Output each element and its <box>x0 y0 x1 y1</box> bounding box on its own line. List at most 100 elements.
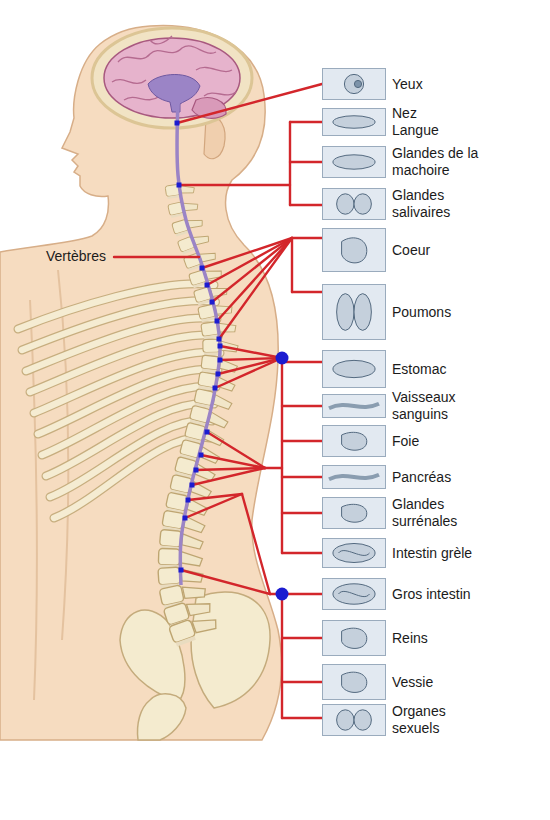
rib-cage <box>18 284 220 518</box>
spinous-process <box>181 552 203 566</box>
part-label: Vertèbres <box>46 248 106 265</box>
organ-sketch <box>354 80 361 87</box>
organ-name: Glandes salivaires <box>392 187 496 221</box>
organ-label-group: Estomac <box>392 361 496 378</box>
organ-icon <box>323 579 385 609</box>
organ-box: Glandes de la machoire <box>322 146 386 178</box>
organ-label-group: Organes sexuels <box>392 703 496 737</box>
organ-label-group: Glandes de la machoire <box>392 145 496 179</box>
nerve-line <box>282 681 322 683</box>
organ-name: Yeux <box>392 76 496 93</box>
spinous-process <box>208 412 229 428</box>
organ-sketch <box>333 543 375 562</box>
midbrain <box>148 75 200 113</box>
nerve-line <box>282 637 322 639</box>
organ-label-group: NezLangue <box>392 105 496 139</box>
nerve-root-dot <box>215 319 220 324</box>
organ-sketch <box>329 475 379 479</box>
organ-label-group: Coeur <box>392 242 496 259</box>
skull <box>92 28 252 128</box>
organ-label-group: Poumons <box>392 304 496 321</box>
organ-name: Coeur <box>392 242 496 259</box>
organ-sketch <box>333 116 375 128</box>
organ-sketch <box>354 710 371 730</box>
vertebra <box>169 611 220 647</box>
organ-icon <box>323 285 385 339</box>
organ-name: Gros intestin <box>392 586 496 603</box>
organ-icon <box>323 539 385 567</box>
nerve-line <box>219 238 292 339</box>
organ-box: Reins <box>322 620 386 656</box>
organ-label-group: Foie <box>392 433 496 450</box>
nerve-root-dot <box>190 483 195 488</box>
nerve-line <box>281 358 283 553</box>
organ-name: Poumons <box>392 304 496 321</box>
nerve-line <box>282 405 322 407</box>
nerve-root-dot <box>205 430 210 435</box>
body-silhouette <box>0 26 282 740</box>
spinous-process <box>199 447 221 464</box>
vertebral-disc <box>176 636 196 647</box>
brain <box>104 38 240 118</box>
nerve-line <box>207 238 292 285</box>
spinous-process <box>187 598 213 619</box>
spinous-process <box>183 516 206 533</box>
organ-icon <box>323 189 385 219</box>
nerve-line <box>289 122 291 205</box>
organ-box: Foie <box>322 425 386 457</box>
organ-box: NezLangue <box>322 108 386 136</box>
nerve-lines <box>114 84 322 718</box>
organ-label-group: Vaisseaux sanguins <box>392 389 496 423</box>
nerve-root-dot <box>179 568 184 573</box>
organ-sketch <box>339 551 370 556</box>
organ-sketch <box>337 194 354 214</box>
femur-head <box>138 694 187 740</box>
organ-sketch <box>342 628 367 648</box>
rib <box>26 318 217 371</box>
nerve-line <box>291 238 293 292</box>
nerve-line <box>282 717 322 719</box>
organ-name: Glandes surrénales <box>392 496 496 530</box>
organ-icon <box>323 705 385 735</box>
organ-sketch <box>354 294 371 331</box>
organ-box: Yeux <box>322 68 386 100</box>
organ-box: Vaisseaux sanguins <box>322 394 386 418</box>
vertebral-disc <box>182 247 195 254</box>
nerve-line <box>282 552 322 554</box>
nerve-line <box>185 494 242 518</box>
organ-icon <box>323 395 385 417</box>
organ-sketch <box>337 710 354 730</box>
nerve-line <box>215 358 282 388</box>
nerve-line <box>201 455 265 468</box>
pelvis <box>120 592 270 708</box>
nerve-line <box>177 84 322 123</box>
organ-label-group: Pancréas <box>392 469 496 486</box>
junction-dot <box>276 588 289 601</box>
organ-name: Organes sexuels <box>392 703 496 737</box>
organ-sketch <box>337 294 354 331</box>
organ-name: Estomac <box>392 361 496 378</box>
organ-icon <box>323 498 385 528</box>
spinous-process <box>182 582 206 601</box>
vertebral-disc <box>171 213 184 218</box>
nerve-line <box>282 476 322 478</box>
organ-name: Vaisseaux sanguins <box>392 389 496 423</box>
nerve-root-dot <box>175 121 180 126</box>
organ-sketch <box>339 591 370 596</box>
organ-icon <box>323 69 385 99</box>
rib <box>50 420 212 497</box>
nerve-line <box>282 361 322 363</box>
rib-outline <box>50 420 212 497</box>
organ-icon <box>323 621 385 655</box>
organ-icon <box>323 147 385 177</box>
vertebral-body <box>158 548 180 565</box>
organ-label-group: Intestin grèle <box>392 545 496 562</box>
rib-outline <box>26 318 217 371</box>
spinous-process <box>192 614 218 635</box>
organ-sketch <box>342 238 367 263</box>
nerve-line <box>217 238 292 321</box>
nerve-root-dot <box>186 498 191 503</box>
